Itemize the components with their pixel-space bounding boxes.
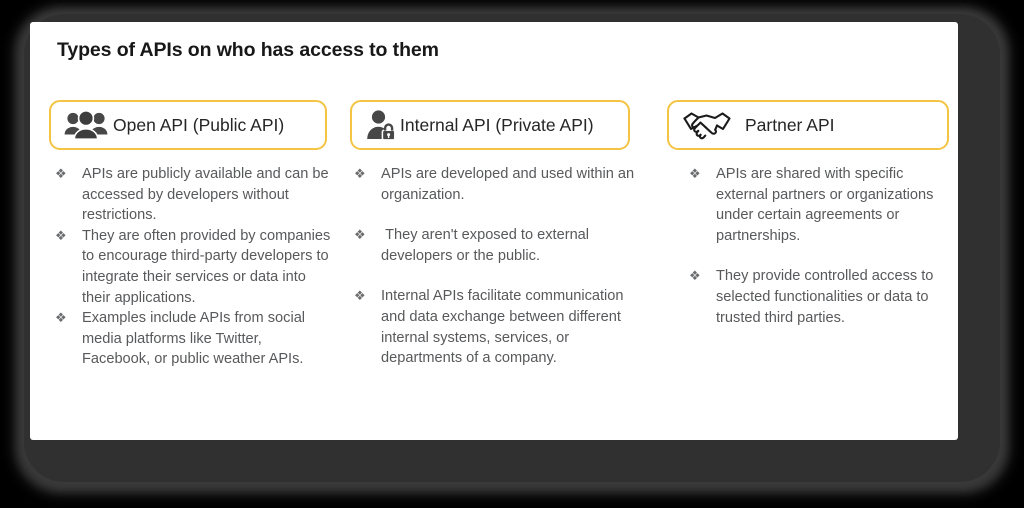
bullet-icon: ❖ [354,166,366,181]
list-item: ❖ APIs are developed and used within an … [354,164,638,205]
list-item: ❖ APIs are publicly available and can be… [55,164,333,226]
card-header-internal-api[interactable]: Internal API (Private API) [350,100,630,150]
list-item: ❖ Examples include APIs from social medi… [55,308,333,370]
slide-panel: Types of APIs on who has access to them [30,22,958,440]
list-item-text: Examples include APIs from social media … [82,310,306,368]
list-item-text: APIs are shared with specific external p… [716,166,934,244]
list-item: ❖ APIs are shared with specific external… [689,164,957,246]
page-title: Types of APIs on who has access to them [57,39,439,61]
bullet-icon: ❖ [55,227,67,243]
list-item-text: APIs are publicly available and can be a… [82,166,329,224]
bullet-icon: ❖ [55,310,67,326]
person-lock-icon [364,108,398,142]
list-item: ❖ They aren't exposed to external develo… [354,225,638,266]
bullet-list-partner-api: ❖ APIs are shared with specific external… [667,164,957,328]
card-title-open-api: Open API (Public API) [113,114,285,135]
list-item-text: Internal APIs facilitate communication a… [381,288,624,367]
bullet-list-internal-api: ❖ APIs are developed and used within an … [350,164,638,369]
api-type-column-open: Open API (Public API) ❖ APIs are publicl… [49,100,333,370]
bullet-icon: ❖ [689,268,701,284]
list-item: ❖ They are often provided by companies t… [55,226,333,308]
card-header-partner-api[interactable]: Partner API [667,100,949,150]
bullet-icon: ❖ [354,288,366,304]
card-title-partner-api: Partner API [745,114,835,135]
people-group-icon [63,108,109,142]
list-item-text: APIs are developed and used within an or… [381,166,635,203]
handshake-icon [681,108,733,142]
bullet-icon: ❖ [689,166,701,181]
bullet-icon: ❖ [354,227,366,243]
bullet-list-open-api: ❖ APIs are publicly available and can be… [49,164,333,370]
card-header-open-api[interactable]: Open API (Public API) [49,100,327,150]
list-item-text: They are often provided by companies to … [82,227,331,306]
list-item-text: They provide controlled access to select… [716,268,934,326]
list-item: ❖ They provide controlled access to sele… [689,266,957,328]
card-title-internal-api: Internal API (Private API) [400,114,594,135]
api-type-column-internal: Internal API (Private API) ❖ APIs are de… [350,100,638,369]
api-type-column-partner: Partner API ❖ APIs are shared with speci… [667,100,957,328]
list-item: ❖ Internal APIs facilitate communication… [354,286,638,368]
bullet-icon: ❖ [55,166,67,181]
list-item-text: They aren't exposed to external develope… [381,227,594,264]
